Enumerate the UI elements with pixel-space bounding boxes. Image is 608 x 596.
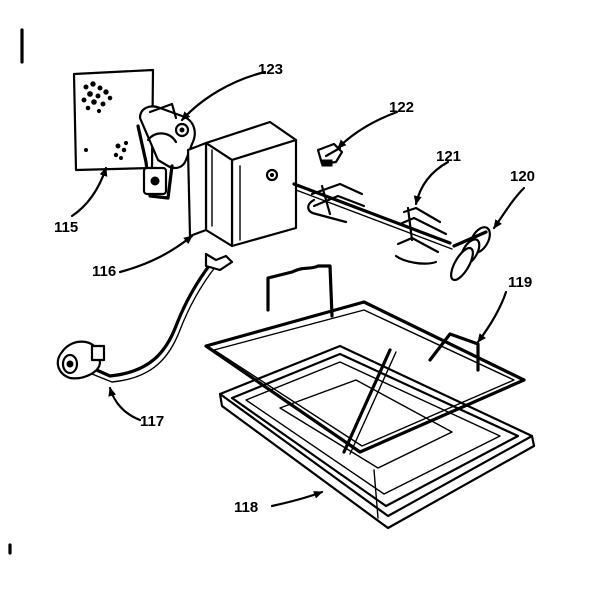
motor-bracket-part-123 [136, 102, 196, 200]
callout-122: 122 [389, 99, 414, 116]
leader-arrows [70, 70, 526, 508]
broiler-rack-part-119 [204, 264, 526, 455]
callout-121: 121 [436, 148, 461, 165]
callout-115: 115 [54, 219, 78, 236]
callout-119: 119 [508, 274, 532, 291]
callout-118: 118 [234, 499, 258, 516]
callout-120: 120 [510, 168, 535, 185]
spit-handle-part-120 [450, 226, 491, 282]
spit-rod-part-121 [292, 182, 453, 265]
power-cord-part-117 [56, 252, 234, 383]
scan-margin-marks [8, 28, 24, 555]
rotisserie-motor-part-116 [186, 120, 298, 248]
callout-116: 116 [92, 263, 116, 280]
thumb-screw-part-122 [316, 142, 344, 167]
callout-123: 123 [258, 61, 283, 78]
callout-117: 117 [140, 413, 164, 430]
drip-pan-part-118 [218, 344, 536, 530]
